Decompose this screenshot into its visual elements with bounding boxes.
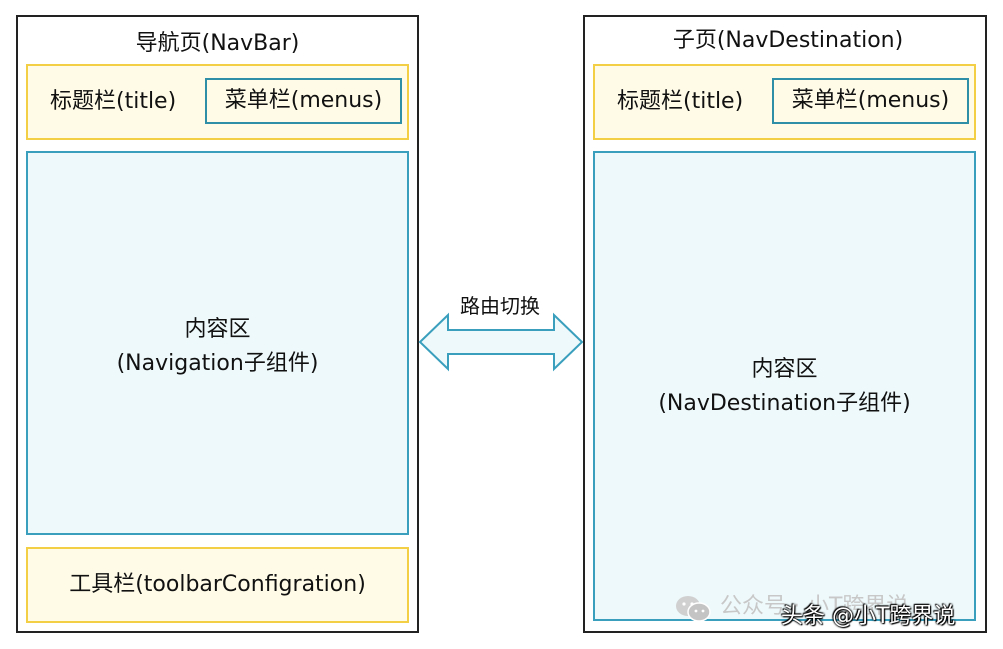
- navbar-toolbar-label: 工具栏(toolbarConfigration): [69, 572, 366, 597]
- destination-page-frame: 子页(NavDestination) 标题栏(title) 菜单栏(menus)…: [583, 15, 987, 633]
- wechat-watermark-text: 公众号 · 小T跨界说: [720, 594, 909, 619]
- destination-content-line1: 内容区: [751, 357, 818, 382]
- navbar-menu-bar: 菜单栏(menus): [205, 78, 402, 124]
- wechat-icon: [676, 596, 711, 622]
- wechat-watermark: 公众号 · 小T跨界说: [676, 593, 908, 621]
- destination-menu-bar: 菜单栏(menus): [772, 78, 969, 124]
- navbar-menu-bar-label: 菜单栏(menus): [224, 88, 383, 113]
- navbar-title-bar-label: 标题栏(title): [50, 89, 177, 114]
- destination-title-bar: 标题栏(title) 菜单栏(menus): [593, 64, 976, 140]
- navbar-page-title: 导航页(NavBar): [135, 31, 300, 56]
- navbar-toolbar: 工具栏(toolbarConfigration): [26, 547, 409, 623]
- destination-content-area: 内容区 (NavDestination子组件): [593, 151, 976, 621]
- navbar-content-label: 内容区 (Navigation子组件): [28, 313, 407, 381]
- toutiao-watermark: 头条 @小T跨界说: [781, 604, 956, 629]
- route-switch-label: 路由切换: [460, 294, 540, 318]
- double-arrow-icon: [418, 312, 584, 372]
- navbar-title-bar: 标题栏(title) 菜单栏(menus): [26, 64, 409, 140]
- destination-content-line2: (NavDestination子组件): [658, 391, 911, 416]
- destination-title-bar-label: 标题栏(title): [617, 89, 744, 114]
- navbar-page-frame: 导航页(NavBar) 标题栏(title) 菜单栏(menus) 内容区 (N…: [16, 15, 419, 633]
- destination-menu-bar-label: 菜单栏(menus): [791, 88, 950, 113]
- navbar-content-line1: 内容区: [184, 317, 251, 342]
- navbar-content-line2: (Navigation子组件): [116, 351, 319, 376]
- destination-content-label: 内容区 (NavDestination子组件): [595, 353, 974, 421]
- destination-page-title: 子页(NavDestination): [672, 28, 904, 53]
- navbar-content-area: 内容区 (Navigation子组件): [26, 151, 409, 535]
